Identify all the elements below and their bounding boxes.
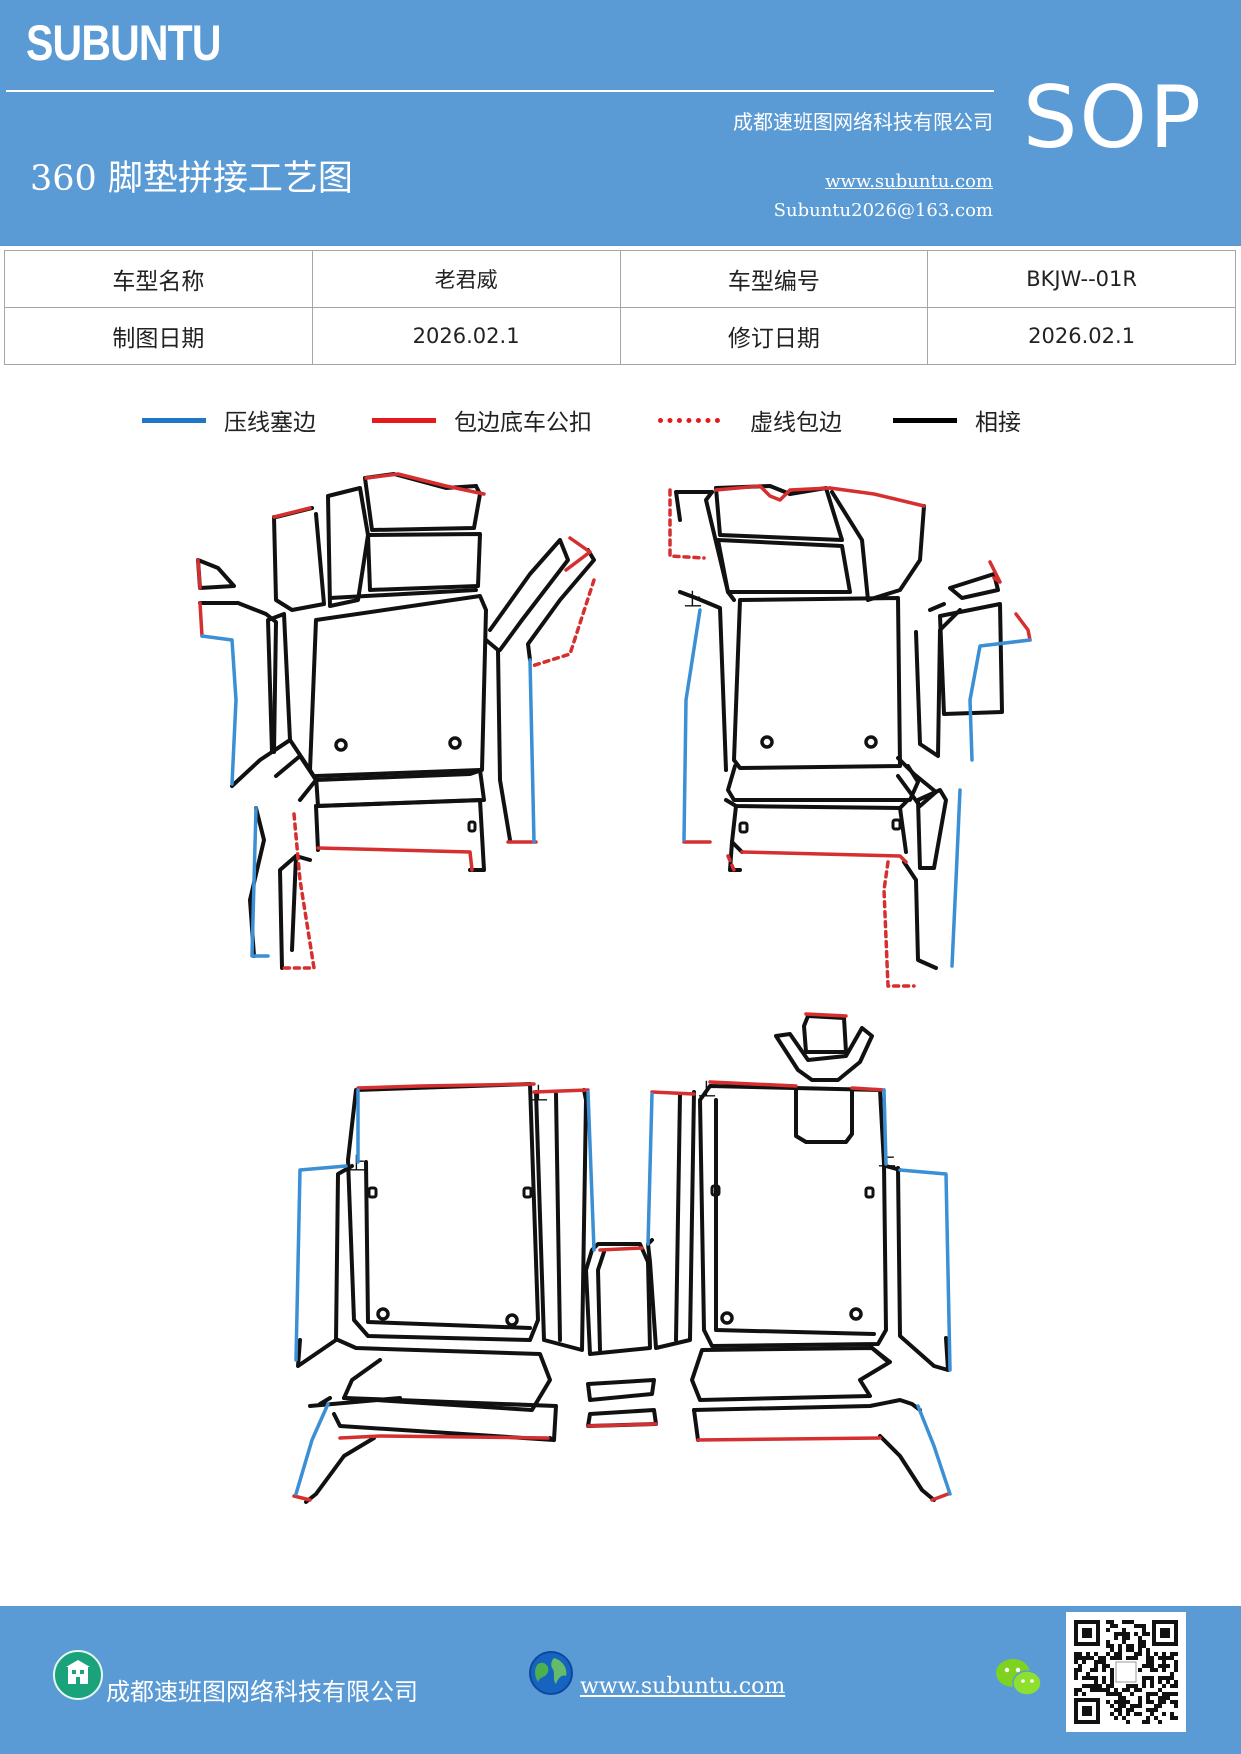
table-cell-label: 制图日期	[4, 307, 313, 365]
table-row: 制图日期 2026.02.1 修订日期 2026.02.1	[4, 307, 1236, 365]
header-email: Subuntu2026@163.com	[773, 200, 993, 221]
legend-item-join: 相接	[893, 400, 1021, 440]
legend-swatch	[142, 417, 206, 423]
footer-website-link[interactable]: www.subuntu.com	[580, 1674, 786, 1699]
line-legend: 压线塞边 包边底车公扣 虚线包边 相接	[0, 400, 1241, 440]
building-icon	[53, 1650, 103, 1700]
legend-swatch	[893, 417, 957, 423]
header-website-link[interactable]: www.subuntu.com	[825, 171, 993, 192]
orientation-marker: 上	[530, 1084, 548, 1105]
wechat-icon[interactable]	[994, 1656, 1044, 1700]
table-cell-value: BKJW--01R	[927, 250, 1236, 308]
mat-pattern-drawing: 上	[196, 472, 1032, 1504]
header-divider	[6, 90, 994, 92]
table-cell-value: 2026.02.1	[311, 307, 621, 365]
legend-swatch	[372, 417, 436, 423]
floor-mat-diagram: 上	[0, 440, 1241, 1580]
legend-label: 包边底车公扣	[454, 410, 592, 436]
table-row: 车型名称 老君威 车型编号 BKJW--01R	[4, 250, 1236, 308]
header-banner: SUBUNTU 成都速班图网络科技有限公司 360 脚垫拼接工艺图 www.su…	[0, 0, 1241, 246]
sop-badge: SOP	[1022, 68, 1203, 168]
page-title: 360 脚垫拼接工艺图	[30, 159, 353, 199]
header-company-name: 成都速班图网络科技有限公司	[733, 110, 993, 134]
table-cell-label: 车型名称	[4, 250, 313, 308]
table-cell-value: 老君威	[311, 250, 621, 308]
mat-group-front-left	[196, 472, 596, 970]
legend-swatch	[658, 417, 720, 423]
globe-icon	[528, 1650, 574, 1696]
orientation-marker: 上	[698, 1080, 716, 1101]
footer-company-name: 成都速班图网络科技有限公司	[106, 1678, 418, 1706]
footer-banner: 成都速班图网络科技有限公司 www.subuntu.com	[0, 1606, 1241, 1754]
qr-code[interactable]	[1066, 1612, 1186, 1732]
mat-group-rear-right: 上 上	[646, 1012, 952, 1502]
mat-group-front-right: 上	[668, 484, 1032, 988]
legend-label: 压线塞边	[224, 410, 316, 436]
legend-item-wrap-edge: 包边底车公扣	[372, 400, 592, 440]
brand-logo: SUBUNTU	[26, 15, 222, 71]
vehicle-info-table: 车型名称 老君威 车型编号 BKJW--01R 制图日期 2026.02.1 修…	[4, 250, 1236, 365]
table-cell-label: 修订日期	[619, 307, 929, 365]
legend-item-pressed-edge: 压线塞边	[142, 400, 316, 440]
legend-item-dotted-wrap: 虚线包边	[658, 400, 842, 440]
orientation-marker: 上	[348, 1154, 366, 1175]
legend-label: 相接	[975, 410, 1021, 436]
table-cell-label: 车型编号	[619, 250, 929, 308]
table-cell-value: 2026.02.1	[927, 307, 1236, 365]
mat-group-rear-left: 上 上	[292, 1082, 658, 1504]
legend-label: 虚线包边	[750, 410, 842, 436]
orientation-marker: 上	[684, 590, 702, 611]
